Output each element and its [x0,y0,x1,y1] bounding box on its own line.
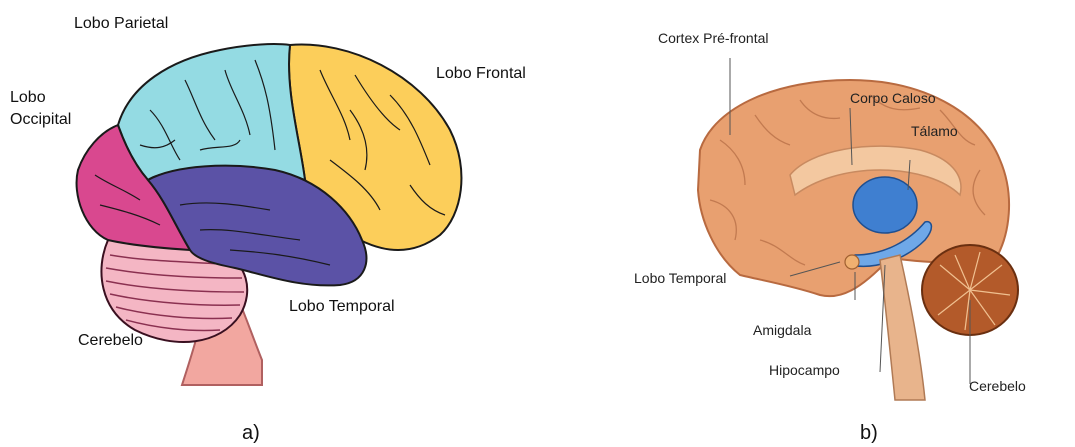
label-corpo-caloso: Corpo Caloso [850,88,936,108]
parietal-lobe-shape [118,44,305,180]
caption-b: b) [860,422,878,445]
amigdala-shape [845,255,859,269]
label-lobo-temporal: Lobo Temporal [289,297,395,317]
talamo-shape [853,177,917,233]
caption-a: a) [242,422,260,445]
label-cerebelo: Cerebelo [78,331,143,351]
brainstem-shape-b [880,255,925,400]
label-lobo-temporal-b: Lobo Temporal [634,268,726,288]
label-amigdala: Amigdala [753,320,811,340]
label-lobo-frontal: Lobo Frontal [436,64,526,84]
label-hipocampo: Hipocampo [769,360,840,380]
label-cerebelo-b: Cerebelo [969,376,1026,396]
panel-b-sagittal-diagram: Cortex Pré-frontal Corpo Caloso Tálamo L… [540,0,1075,447]
label-talamo: Tálamo [911,121,958,141]
label-lobo-occipital-line1: Lobo [10,88,46,108]
panel-a-lobes-diagram: Lobo Parietal Lobo Frontal Lobo Occipita… [0,0,540,447]
label-cortex-pre-frontal: Cortex Pré-frontal [658,28,768,48]
label-lobo-occipital-line2: Occipital [10,110,71,130]
label-lobo-parietal: Lobo Parietal [74,14,168,34]
